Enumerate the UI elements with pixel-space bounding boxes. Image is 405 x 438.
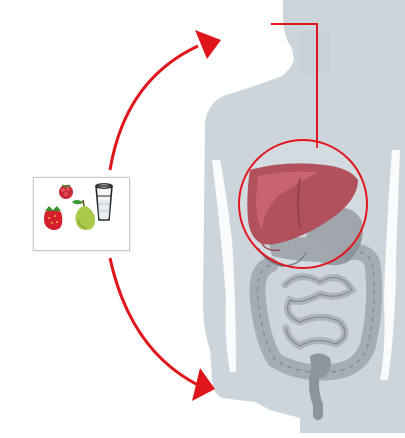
pear-icon (72, 199, 96, 230)
arrowhead-top (195, 30, 221, 59)
raspberry-icon (59, 184, 73, 199)
arrowhead-bottom (192, 368, 215, 401)
intestines (249, 243, 383, 420)
strawberry-icon (44, 206, 63, 230)
intake-arrow-curve-bottom (108, 257, 199, 387)
liver-highlight-circle (238, 139, 368, 269)
liver (247, 163, 358, 251)
pointer-line (271, 23, 318, 148)
water-glass-icon (95, 183, 113, 221)
food-card (33, 177, 130, 251)
intake-arrow-curve-top (108, 44, 199, 171)
